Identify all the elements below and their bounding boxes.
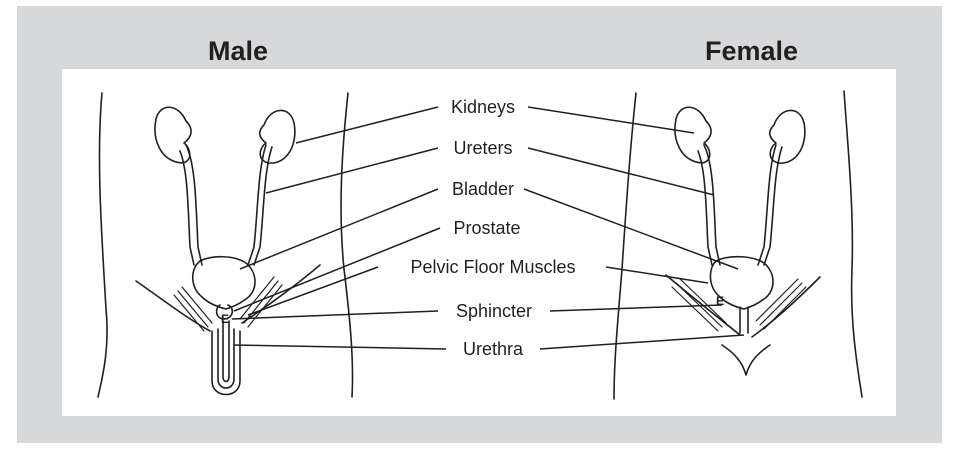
bladder-label: Bladder	[452, 179, 514, 199]
male-pelvic-muscle-left-2	[178, 291, 208, 327]
female-pelvic-muscle-right-2	[760, 283, 802, 325]
ureters-leader-female	[528, 148, 714, 195]
female-body-outline-right	[844, 91, 862, 397]
ureters-leader-male	[266, 148, 438, 193]
female-vulva	[722, 345, 770, 375]
prostate-label: Prostate	[453, 218, 520, 238]
female-title: Female	[705, 36, 798, 67]
male-urethra-outer	[212, 331, 240, 395]
female-body-outline-left	[614, 93, 636, 399]
labels: Kidneys Ureters Bladder Prostate Pelvic …	[410, 97, 575, 359]
male-urethra-middle	[218, 329, 234, 388]
sphincter-leader-male	[232, 311, 438, 319]
anatomy-diagram: E	[62, 69, 896, 416]
female-left-kidney	[675, 107, 711, 163]
ureters-label: Ureters	[453, 138, 512, 158]
urethra-leader-female	[540, 335, 744, 349]
kidneys-leader-male	[296, 107, 438, 143]
kidneys-label: Kidneys	[451, 97, 515, 117]
pelvic-floor-leader-male	[248, 267, 378, 315]
male-body-outline-left	[98, 93, 107, 397]
kidneys-leader-female	[528, 107, 694, 133]
pelvic-floor-muscles-label: Pelvic Floor Muscles	[410, 257, 575, 277]
anatomy-canvas: E	[62, 69, 896, 416]
bladder-leader-male	[240, 189, 438, 269]
sphincter-label: Sphincter	[456, 301, 532, 321]
urethra-leader-male	[234, 345, 446, 349]
female-right-kidney	[770, 110, 805, 163]
male-urethra-inner	[223, 321, 229, 382]
female-figure: E	[614, 91, 862, 399]
male-groin-line-left	[136, 281, 210, 331]
male-pelvic-muscle-left-3	[174, 295, 204, 331]
urethra-label: Urethra	[463, 339, 524, 359]
male-right-kidney	[260, 110, 295, 163]
prostate-leader-male	[234, 228, 440, 311]
male-sphincter-mark: E	[221, 312, 229, 326]
male-title: Male	[208, 36, 268, 67]
male-left-kidney	[155, 107, 191, 163]
male-body-outline-right	[341, 93, 352, 397]
